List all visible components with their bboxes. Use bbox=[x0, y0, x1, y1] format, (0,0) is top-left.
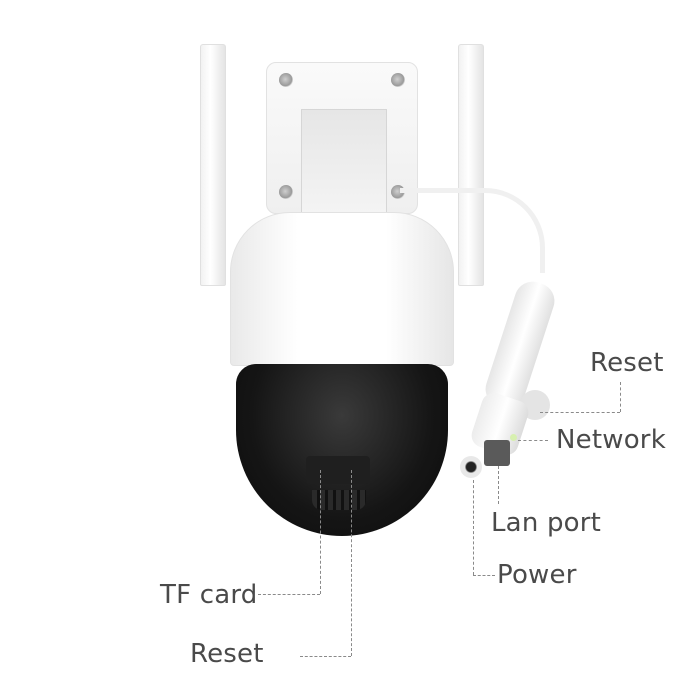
label-power: Power bbox=[497, 560, 577, 590]
power-jack bbox=[460, 456, 482, 478]
label-tf-card: TF card bbox=[160, 580, 258, 610]
leader-line bbox=[351, 470, 352, 656]
label-network: Network bbox=[556, 425, 666, 455]
label-reset-body: Reset bbox=[190, 639, 264, 669]
leader-line bbox=[473, 575, 495, 576]
camera-housing bbox=[230, 212, 454, 366]
vent-grille bbox=[312, 490, 366, 510]
leader-line bbox=[518, 440, 548, 441]
left-antenna bbox=[200, 44, 226, 286]
cable bbox=[400, 188, 545, 273]
tf-card-slot-cover bbox=[306, 456, 370, 484]
screw-hole bbox=[279, 73, 293, 87]
leader-line bbox=[473, 480, 474, 575]
leader-line bbox=[540, 412, 620, 413]
mount-bracket bbox=[301, 109, 387, 215]
screw-hole bbox=[391, 73, 405, 87]
lan-port-socket bbox=[484, 440, 510, 466]
leader-line bbox=[620, 382, 621, 412]
leader-line bbox=[320, 470, 321, 594]
mounting-plate bbox=[266, 62, 418, 215]
leader-line bbox=[498, 466, 499, 504]
label-reset-cable: Reset bbox=[590, 348, 664, 378]
leader-line bbox=[300, 656, 351, 657]
network-led bbox=[510, 434, 517, 441]
camera-dome bbox=[236, 364, 448, 536]
right-antenna bbox=[458, 44, 484, 286]
screw-hole bbox=[279, 185, 293, 199]
leader-line bbox=[258, 594, 320, 595]
label-lan-port: Lan port bbox=[491, 508, 602, 538]
